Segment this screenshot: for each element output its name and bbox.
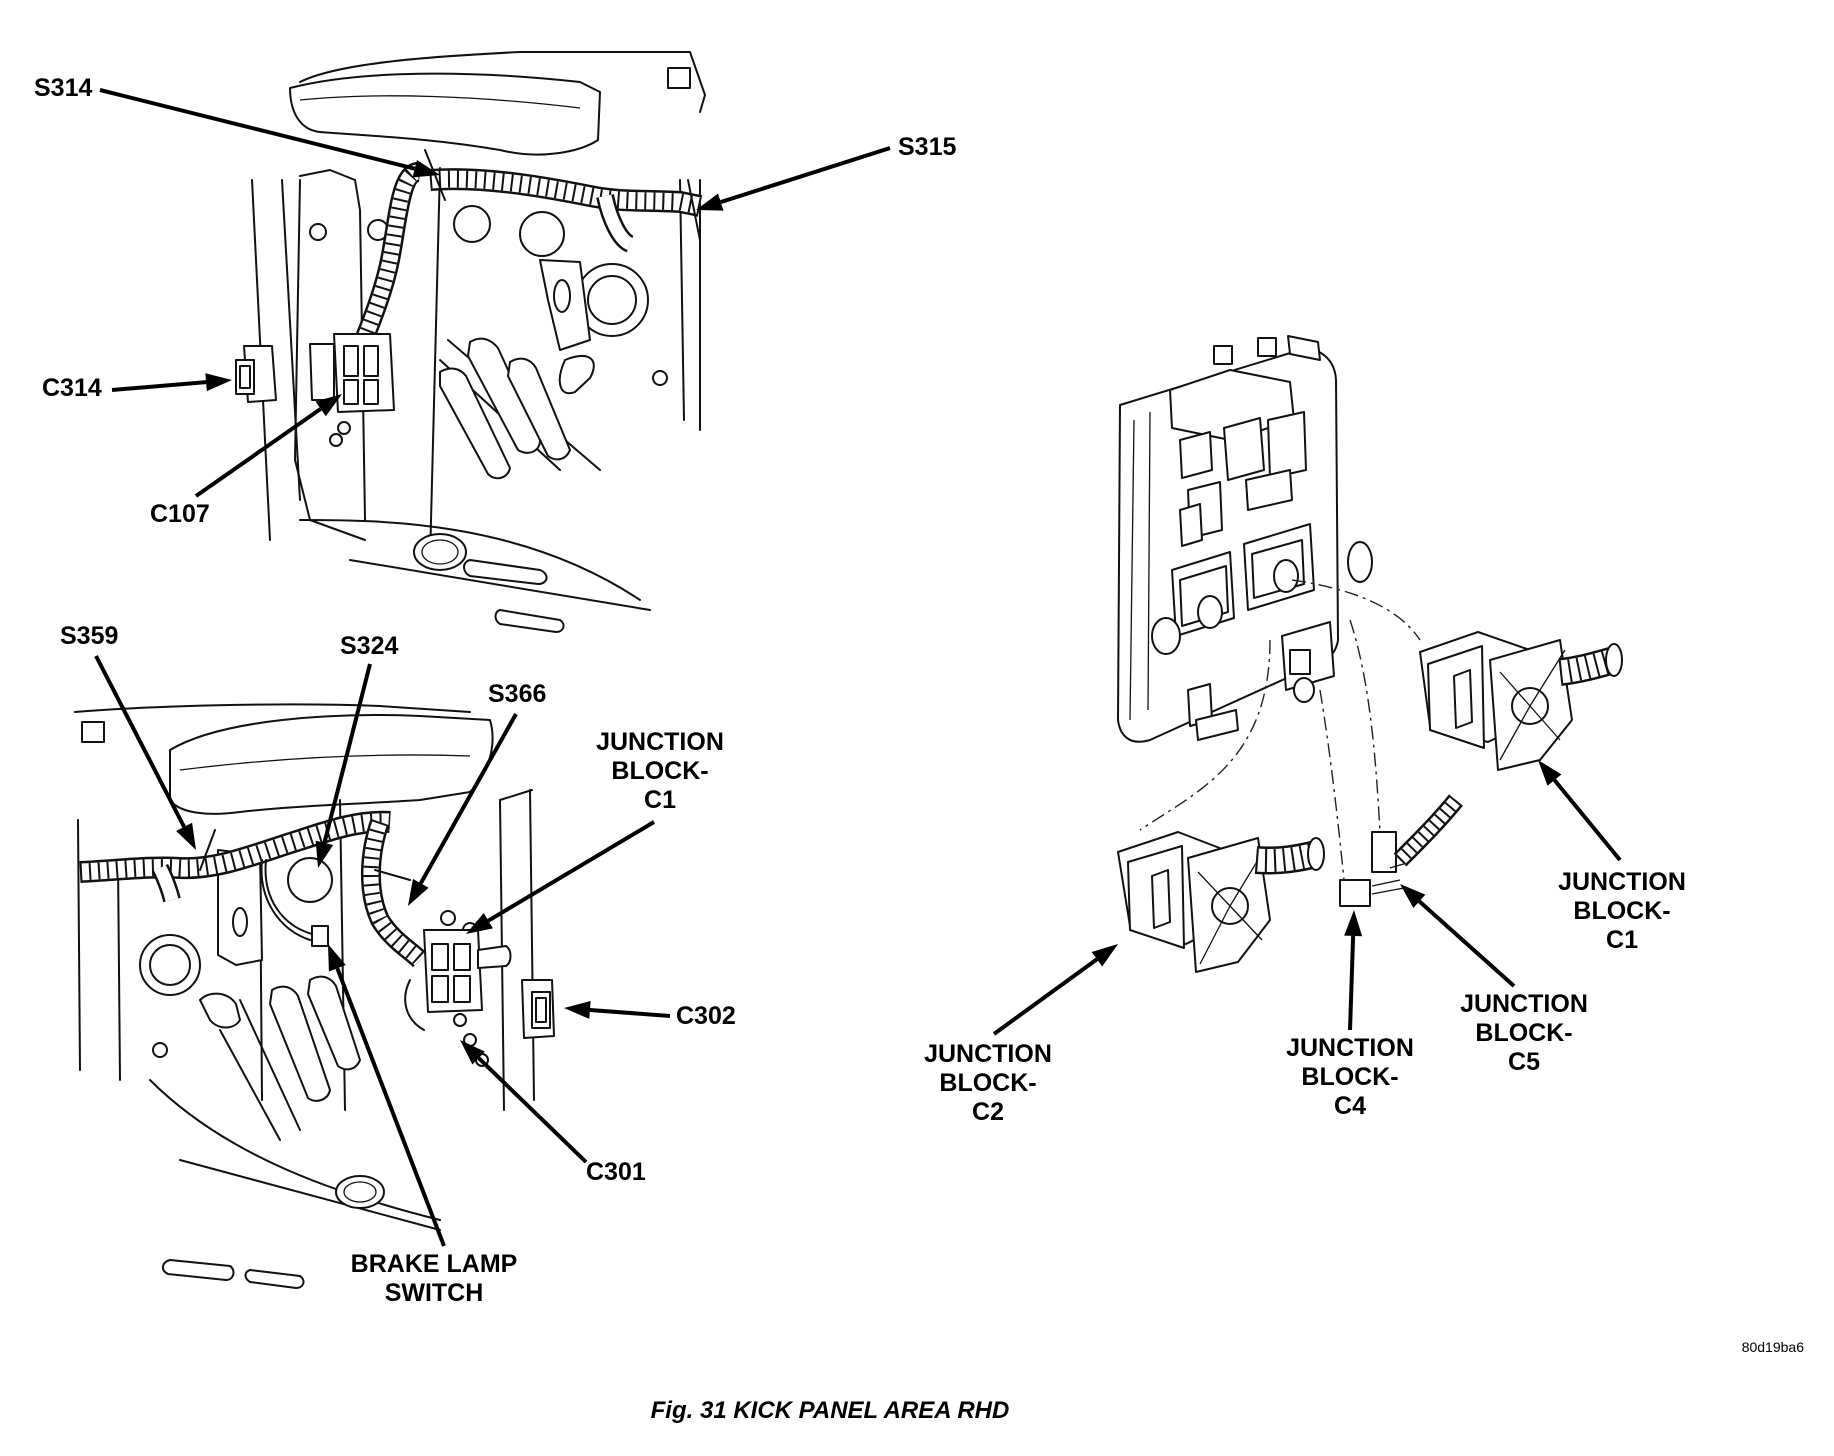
callout-c302: C302 (676, 1002, 736, 1030)
callout-c314: C314 (42, 374, 102, 402)
arrowhead-jb-c1-right (1538, 760, 1562, 786)
leader-arrow-s324 (322, 663, 372, 844)
callout-s366: S366 (488, 680, 546, 708)
callout-jb-c1-left-line: C1 (644, 786, 676, 814)
callout-c301-line: C301 (586, 1158, 646, 1186)
junction-block-view (1117, 335, 1623, 973)
callout-s366-line: S366 (488, 680, 546, 708)
callout-brake-lamp-switch-line: SWITCH (385, 1279, 484, 1307)
callout-jb-c1-right-line: C1 (1606, 926, 1638, 954)
callout-jb-c4-line: BLOCK- (1301, 1063, 1398, 1091)
leader-arrow-c107 (194, 407, 322, 498)
callout-c107: C107 (150, 500, 210, 528)
leader-arrow-brake-lamp-switch (335, 967, 446, 1247)
arrowhead-c314 (205, 373, 232, 392)
callout-brake-lamp-switch-line: BRAKE LAMP (351, 1250, 518, 1278)
leader-arrow-c314 (111, 380, 207, 392)
arrowhead-s366 (408, 878, 429, 906)
arrowhead-brake-lamp-switch (328, 944, 346, 972)
leader-arrow-s366 (419, 713, 518, 885)
arrowhead-jb-c5 (1400, 884, 1426, 909)
callout-s324-line: S324 (340, 632, 398, 660)
callout-s315-line: S315 (898, 133, 956, 161)
callout-c107-line: C107 (150, 500, 210, 528)
arrowhead-s324 (315, 840, 334, 868)
arrowhead-c302 (564, 1000, 591, 1019)
lower-kick-panel-view (74, 703, 555, 1289)
callout-c302-line: C302 (676, 1002, 736, 1030)
arrowhead-c301 (460, 1040, 485, 1065)
arrowhead-c107 (315, 394, 342, 417)
image-code: 80d19ba6 (1742, 1339, 1805, 1355)
leader-arrow-jb-c1-right (1552, 778, 1622, 862)
callout-jb-c5-line: BLOCK- (1475, 1019, 1572, 1047)
callout-jb-c2-line: C2 (972, 1098, 1004, 1126)
leader-arrow-s315 (720, 146, 891, 204)
leader-arrows (94, 88, 1622, 1247)
leader-arrow-jb-c5 (1418, 899, 1516, 988)
callout-jb-c1-left-line: BLOCK- (611, 757, 708, 785)
leader-arrow-s314 (99, 88, 416, 171)
arrowhead-jb-c4 (1344, 910, 1363, 937)
leader-arrow-jb-c1-left (487, 820, 656, 923)
leader-arrow-c301 (477, 1056, 588, 1164)
callout-c301: C301 (586, 1158, 646, 1186)
callout-s359: S359 (60, 622, 118, 650)
callout-jb-c4-line: JUNCTION (1286, 1034, 1414, 1062)
leader-arrow-jb-c2 (992, 957, 1099, 1036)
callout-s314-line: S314 (34, 74, 92, 102)
figure-caption: Fig. 31 KICK PANEL AREA RHD (651, 1397, 1010, 1424)
leader-arrow-s359 (94, 655, 186, 828)
leader-arrow-c302 (589, 1007, 671, 1018)
arrowhead-s315 (696, 193, 724, 211)
callout-jb-c1-right-line: BLOCK- (1573, 897, 1670, 925)
callout-jb-c2-line: JUNCTION (924, 1040, 1052, 1068)
callout-jb-c4-line: C4 (1334, 1092, 1366, 1120)
callout-jb-c1-left-line: JUNCTION (596, 728, 724, 756)
arrowhead-s359 (176, 822, 196, 850)
arrowhead-jb-c2 (1091, 944, 1118, 967)
callout-s359-line: S359 (60, 622, 118, 650)
callout-s324: S324 (340, 632, 398, 660)
callout-jb-c5-line: C5 (1508, 1048, 1540, 1076)
callout-s315: S315 (898, 133, 956, 161)
callout-c314-line: C314 (42, 374, 102, 402)
arrowhead-jb-c1-left (466, 912, 493, 934)
callout-s314: S314 (34, 74, 92, 102)
leader-arrow-jb-c4 (1348, 935, 1356, 1031)
callout-jb-c2-line: BLOCK- (939, 1069, 1036, 1097)
arrowhead-s314 (412, 159, 440, 178)
callout-jb-c1-right-line: JUNCTION (1558, 868, 1686, 896)
callout-jb-c5-line: JUNCTION (1460, 990, 1588, 1018)
upper-kick-panel-view (235, 51, 706, 633)
